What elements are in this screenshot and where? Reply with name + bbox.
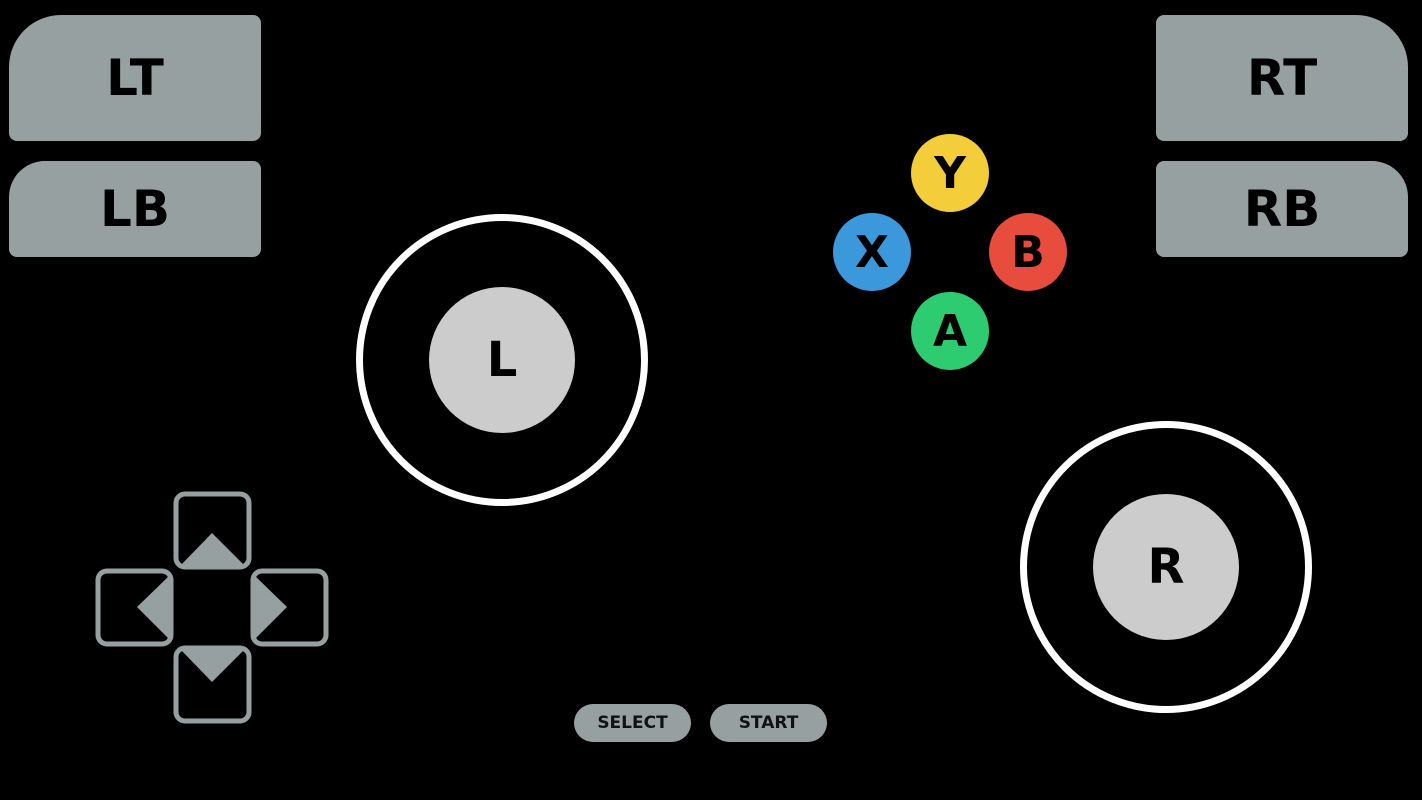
dpad-left-button[interactable] <box>95 568 174 647</box>
right-stick-label: R <box>1147 539 1185 595</box>
b-button[interactable]: B <box>989 213 1067 291</box>
rb-label: RB <box>1243 180 1321 238</box>
arrow-right-icon <box>254 575 287 640</box>
rb-button[interactable]: RB <box>1156 161 1408 257</box>
dpad-right-button[interactable] <box>250 568 329 647</box>
left-stick[interactable]: L <box>356 214 648 506</box>
start-button[interactable]: START <box>710 704 827 742</box>
y-label: Y <box>934 147 966 199</box>
rt-button[interactable]: RT <box>1156 15 1408 141</box>
dpad-down-button[interactable] <box>173 645 252 724</box>
arrow-down-icon <box>180 649 245 682</box>
x-button[interactable]: X <box>833 213 911 291</box>
lt-label: LT <box>106 49 164 107</box>
select-label: SELECT <box>597 713 668 733</box>
rt-label: RT <box>1246 49 1318 107</box>
dpad-up-button[interactable] <box>173 491 252 570</box>
right-stick[interactable]: R <box>1020 421 1312 713</box>
a-button[interactable]: A <box>911 292 989 370</box>
b-label: B <box>1011 226 1045 278</box>
left-stick-label: L <box>486 332 518 388</box>
arrow-up-icon <box>180 533 245 566</box>
x-label: X <box>855 226 889 278</box>
y-button[interactable]: Y <box>911 134 989 212</box>
start-label: START <box>738 713 799 733</box>
right-stick-knob[interactable]: R <box>1093 494 1239 640</box>
arrow-left-icon <box>137 575 170 640</box>
lt-button[interactable]: LT <box>9 15 261 141</box>
lb-label: LB <box>100 180 170 238</box>
left-stick-knob[interactable]: L <box>429 287 575 433</box>
a-label: A <box>932 305 968 357</box>
select-button[interactable]: SELECT <box>574 704 691 742</box>
lb-button[interactable]: LB <box>9 161 261 257</box>
